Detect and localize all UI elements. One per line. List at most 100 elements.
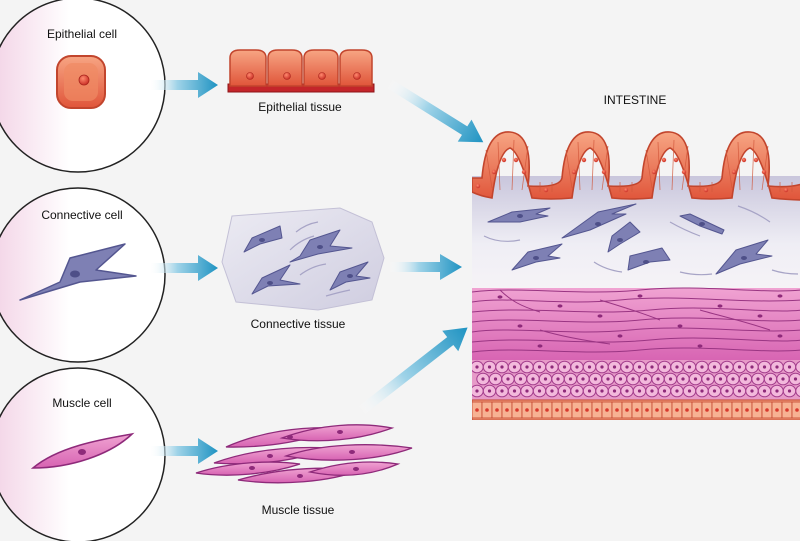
round-cell-nucleus [775, 365, 779, 369]
round-cell [795, 384, 800, 398]
lining-cell-nucleus [475, 408, 479, 412]
round-cell-nucleus [606, 377, 610, 381]
round-cell-nucleus [637, 365, 642, 369]
round-cell-nucleus [737, 365, 742, 369]
lining-cell-nucleus [765, 408, 769, 412]
round-cell-nucleus [487, 389, 492, 393]
round-cell-nucleus [587, 389, 592, 393]
lining-cell-nucleus [665, 408, 669, 412]
round-cell-nucleus [687, 389, 692, 393]
round-cell-nucleus [725, 389, 729, 393]
muscle-tissue-figure [195, 424, 413, 484]
round-cell-nucleus [712, 389, 717, 393]
connective-tissue-label: Connective tissue [251, 317, 346, 331]
round-cell-nucleus [625, 389, 629, 393]
round-cell-nucleus [675, 389, 679, 393]
round-cell-nucleus [756, 377, 760, 381]
lining-cell-nucleus [495, 408, 499, 412]
round-cell-nucleus [493, 377, 498, 381]
muscle-cell-label: Muscle cell [52, 396, 111, 410]
round-cell-nucleus [593, 377, 598, 381]
round-cell-nucleus [656, 377, 660, 381]
arrow-epithelial-to-intestine [387, 79, 484, 143]
lining-cell-nucleus [685, 408, 689, 412]
round-cell-nucleus [525, 365, 529, 369]
lining-cell-nucleus [565, 408, 569, 412]
round-cell-nucleus [743, 377, 748, 381]
epithelial-cell-icon [56, 55, 106, 109]
round-cell-nucleus [487, 365, 492, 369]
lining-cell-nucleus [535, 408, 539, 412]
muscle-cell-icon [30, 432, 135, 469]
round-cell-nucleus [612, 389, 617, 393]
round-cell-nucleus [531, 377, 535, 381]
round-cell-nucleus [581, 377, 585, 381]
round-cell-nucleus [550, 365, 554, 369]
connective-cell-panel: Connective cell [0, 187, 166, 363]
round-cell-nucleus [562, 389, 567, 393]
round-cell-nucleus [693, 377, 698, 381]
round-cell-nucleus [762, 365, 767, 369]
lining-cell-nucleus [725, 408, 729, 412]
round-cell-nucleus [793, 377, 798, 381]
round-cell-nucleus [518, 377, 523, 381]
arrow-muscle [150, 438, 218, 464]
round-cell-nucleus [537, 365, 542, 369]
round-cell-nucleus [575, 365, 579, 369]
lining-cell-nucleus [755, 408, 759, 412]
lining-cell-nucleus [595, 408, 599, 412]
round-cell-nucleus [537, 389, 542, 393]
round-cell-nucleus [681, 377, 685, 381]
round-cell-nucleus [568, 377, 573, 381]
round-cell-nucleus [718, 377, 723, 381]
round-cell-nucleus [500, 389, 504, 393]
round-cell-nucleus [600, 389, 604, 393]
intestine-figure [472, 131, 800, 420]
round-cell-nucleus [662, 365, 667, 369]
round-cell-nucleus [700, 365, 704, 369]
round-cell-nucleus [712, 365, 717, 369]
epithelial-tissue-figure [227, 49, 375, 93]
round-cell-nucleus [475, 365, 479, 369]
round-cell-nucleus [618, 377, 623, 381]
round-cell-nucleus [650, 365, 654, 369]
muscle-cell-panel: Muscle cell [0, 367, 166, 541]
lining-cell-nucleus [735, 408, 739, 412]
round-cell-nucleus [587, 365, 592, 369]
lining-cell-nucleus [645, 408, 649, 412]
round-cell-nucleus [687, 365, 692, 369]
round-cell-nucleus [762, 389, 767, 393]
lining-cell-nucleus [575, 408, 579, 412]
arrow-connective-to-intestine [390, 254, 462, 280]
round-cell-nucleus [500, 365, 504, 369]
round-cell-nucleus [612, 365, 617, 369]
round-cell-nucleus [525, 389, 529, 393]
muscle-tissue-label: Muscle tissue [262, 503, 335, 517]
lining-cell-nucleus [485, 408, 489, 412]
round-cell-nucleus [543, 377, 548, 381]
lining-cell-nucleus [625, 408, 629, 412]
intestine-epithelial-layer [472, 131, 800, 201]
round-cell-nucleus [600, 365, 604, 369]
round-cell-nucleus [737, 389, 742, 393]
arrow-muscle-to-intestine [358, 327, 468, 414]
round-cell-nucleus [787, 389, 792, 393]
lining-cell-nucleus [795, 408, 799, 412]
lining-cell-nucleus [675, 408, 679, 412]
round-cell-nucleus [481, 377, 485, 381]
lining-cell-nucleus [635, 408, 639, 412]
round-cell-nucleus [768, 377, 773, 381]
round-cell-nucleus [637, 389, 642, 393]
lining-cell-nucleus [605, 408, 609, 412]
round-cell-nucleus [625, 365, 629, 369]
round-cell-nucleus [731, 377, 735, 381]
round-cell-nucleus [675, 365, 679, 369]
epithelial-cell-label: Epithelial cell [47, 27, 117, 41]
round-cell-nucleus [700, 389, 704, 393]
connective-tissue-figure [221, 207, 385, 311]
round-cell-nucleus [643, 377, 648, 381]
lining-cell-nucleus [705, 408, 709, 412]
lining-cell-nucleus [555, 408, 559, 412]
round-cell-nucleus [668, 377, 673, 381]
